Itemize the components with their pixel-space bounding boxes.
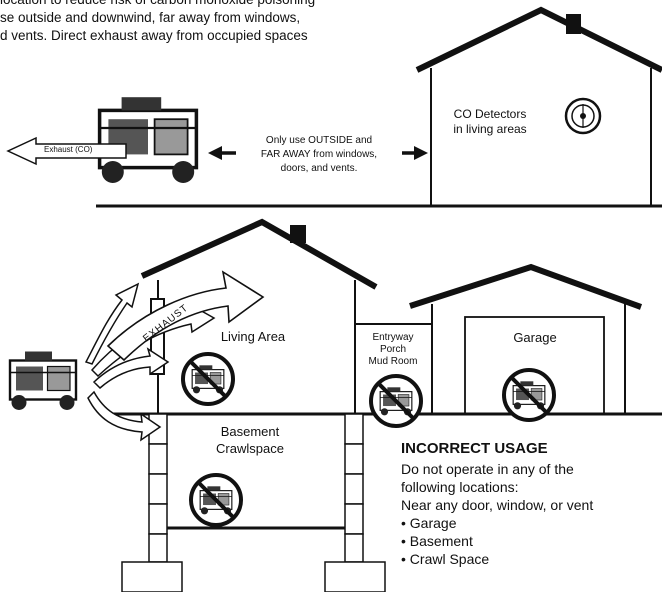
entryway-line-2: Porch (379, 344, 407, 355)
co-detector-label: CO Detectors in living areas (436, 107, 544, 137)
basement-foundation (121, 413, 386, 592)
exhaust-co-label: Exhaust (CO) (44, 145, 93, 154)
no-generator-icon (371, 376, 421, 426)
basement-line-2: Crawlspace (216, 441, 284, 456)
exhaust-arrow (6, 136, 127, 166)
usage-line-1: Do not operate in any of the (401, 461, 574, 477)
usage-item-crawl-space: Crawl Space (401, 550, 661, 568)
intro-line-1: location to reduce risk of carbon monoxi… (0, 0, 430, 9)
generator-icon (8, 350, 78, 412)
usage-item-basement: Basement (401, 532, 661, 550)
instruction-line-1: Only use OUTSIDE and (265, 135, 373, 146)
entryway-line-1: Entryway (372, 332, 414, 343)
usage-line-3: Near any door, window, or vent (401, 497, 594, 513)
garage-building (409, 263, 643, 415)
generator-icon (97, 95, 199, 185)
garage-label: Garage (513, 330, 557, 345)
intro-text: location to reduce risk of carbon monoxi… (0, 0, 430, 45)
entryway-label: Entryway Porch Mud Room (356, 332, 430, 368)
entryway-line-3: Mud Room (368, 356, 418, 367)
incorrect-usage-block: INCORRECT USAGE Do not operate in any of… (401, 440, 661, 568)
intro-line-2: se outside and downwind, far away from w… (0, 10, 301, 25)
no-generator-icon (191, 475, 241, 525)
exhaust-main-arrow (106, 270, 265, 362)
intro-line-3: d vents. Direct exhaust away from occupi… (0, 28, 308, 43)
basement-label: Basement Crawlspace (188, 423, 312, 457)
instruction-line-3: doors, and vents. (280, 163, 358, 174)
co-detector-line-2: in living areas (453, 122, 527, 136)
usage-list: Garage Basement Crawl Space (401, 514, 661, 568)
no-generator-icon (183, 354, 233, 404)
instruction-text: Only use OUTSIDE and FAR AWAY from windo… (236, 134, 402, 176)
co-detector-line-1: CO Detectors (453, 107, 527, 121)
usage-line-2: following locations: (401, 479, 519, 495)
co-detector-icon (564, 97, 602, 135)
living-area-label: Living Area (220, 329, 286, 344)
basement-line-1: Basement (220, 424, 280, 439)
usage-item-garage: Garage (401, 514, 661, 532)
instruction-line-2: FAR AWAY from windows, (260, 149, 378, 160)
incorrect-usage-heading: INCORRECT USAGE (401, 440, 548, 457)
top-house (415, 6, 662, 206)
no-generator-icon (504, 370, 554, 420)
